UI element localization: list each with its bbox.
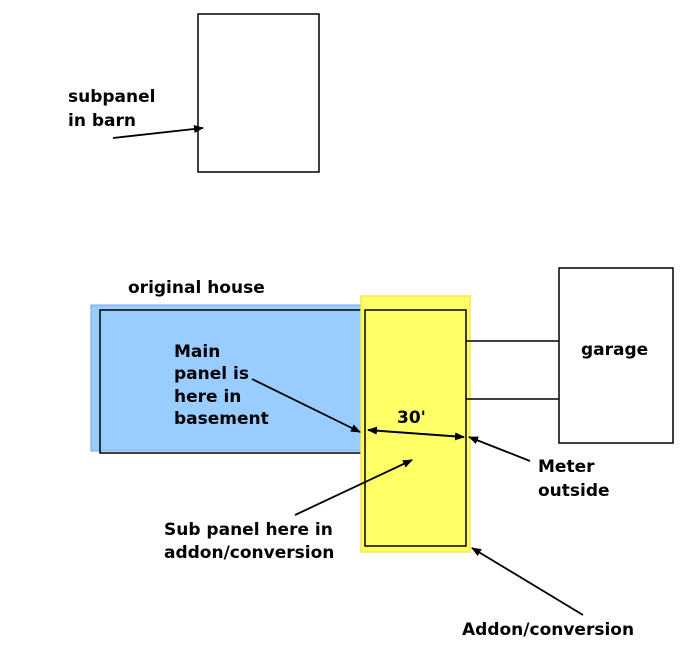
subpanel-addon-label-line1: Sub panel here in — [164, 520, 333, 540]
addon-fill — [360, 295, 471, 553]
subpanel-addon-label-line2: addon/conversion — [164, 543, 335, 563]
main-panel-label-line2: panel is — [174, 364, 249, 384]
barn-box — [197, 13, 320, 173]
distance-label: 30' — [397, 408, 426, 428]
original-house-label: original house — [128, 278, 265, 298]
meter-label-line1: Meter — [538, 457, 595, 477]
main-panel-arrow — [251, 378, 361, 433]
distance-arrow — [367, 426, 465, 441]
meter-label-line2: outside — [538, 481, 610, 501]
subpanel-barn-label-line2: in barn — [68, 111, 136, 131]
original-house-fill — [90, 304, 366, 452]
main-panel-label-line3: here in — [174, 387, 242, 407]
main-panel-label-line1: Main — [174, 342, 221, 362]
addon-outline — [364, 309, 467, 547]
addon-label: Addon/conversion — [462, 620, 635, 640]
subpanel-barn-label-line1: subpanel — [68, 87, 156, 107]
meter-arrow — [468, 436, 531, 462]
garage-box — [558, 267, 674, 444]
addon-subpanel-arrow — [294, 459, 413, 516]
garage-label: garage — [581, 340, 649, 360]
addon-arrow — [471, 547, 584, 616]
main-panel-label-line4: basement — [174, 409, 269, 429]
barn-subpanel-arrow — [112, 125, 204, 139]
